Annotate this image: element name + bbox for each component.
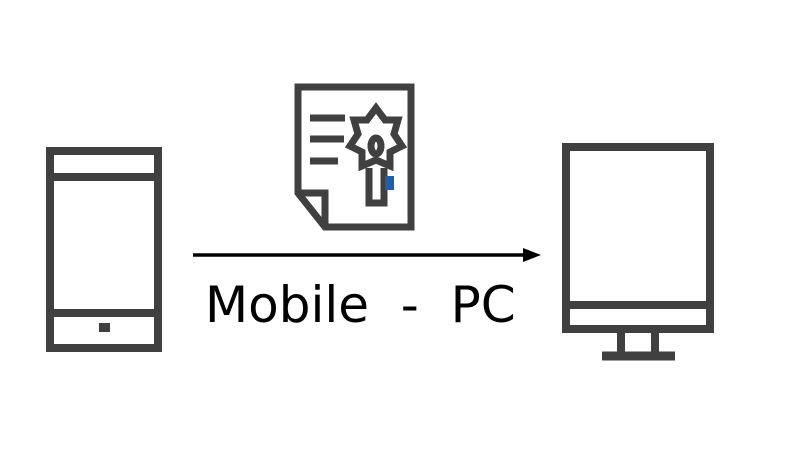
desktop-monitor-icon xyxy=(562,143,714,361)
transfer-arrow xyxy=(193,248,541,262)
certificate-document-icon xyxy=(294,83,415,231)
diagram-caption: Mobile - PC xyxy=(205,276,516,334)
mobile-phone-icon xyxy=(46,147,162,352)
arrow-head xyxy=(523,248,541,262)
